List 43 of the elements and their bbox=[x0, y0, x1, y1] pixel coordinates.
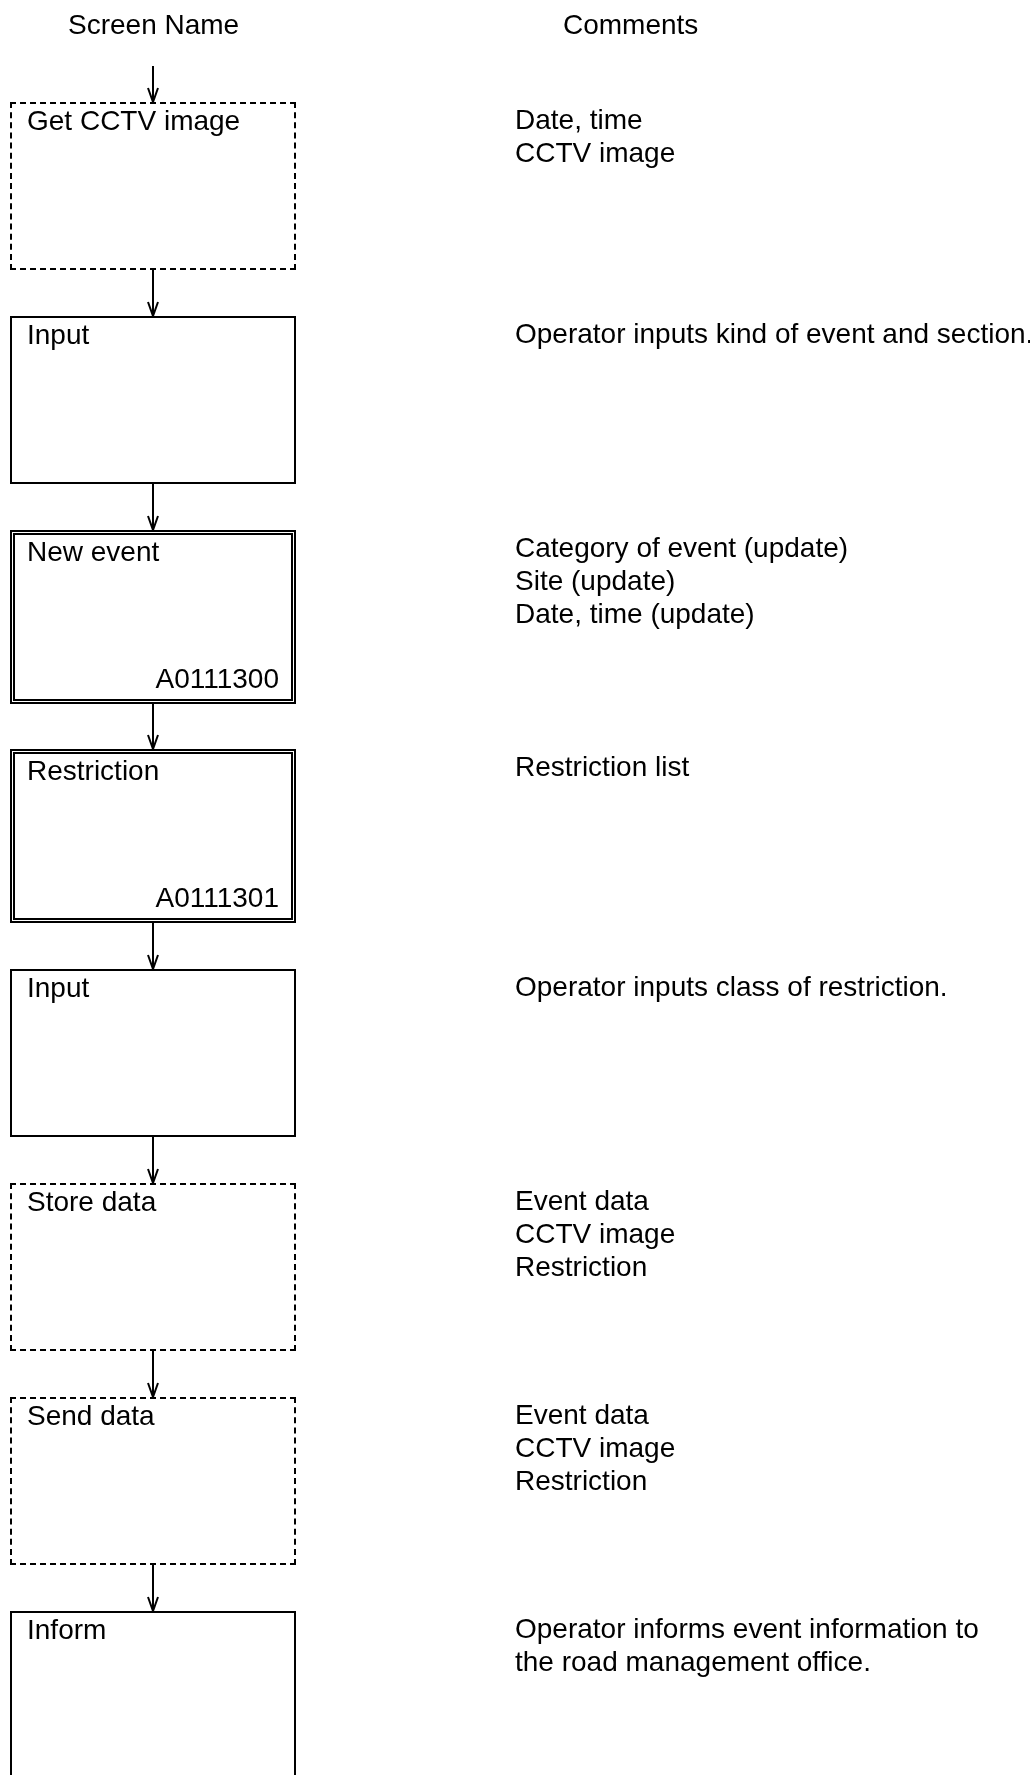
arrow bbox=[147, 269, 159, 317]
comment-text: CCTV image bbox=[515, 136, 676, 169]
comment-text: Restriction list bbox=[515, 750, 690, 783]
screen-box bbox=[10, 749, 296, 923]
comment-text: Operator inputs kind of event and section. bbox=[515, 317, 1030, 350]
screen-box bbox=[10, 316, 296, 484]
screen-box bbox=[10, 1611, 296, 1775]
arrow bbox=[147, 703, 159, 750]
arrow bbox=[147, 1136, 159, 1184]
screen-box bbox=[10, 969, 296, 1137]
column-header: Comments bbox=[563, 8, 699, 41]
screen-name: Input bbox=[27, 971, 90, 1004]
arrow bbox=[147, 1564, 159, 1612]
arrow bbox=[147, 483, 159, 531]
comment-text: Category of event (update) bbox=[515, 531, 849, 564]
comment-text: Date, time (update) bbox=[515, 597, 755, 630]
screen-name: Inform bbox=[27, 1613, 107, 1646]
comment-text: Restriction bbox=[515, 1464, 648, 1497]
arrow bbox=[147, 65, 159, 103]
comment-text: Event data bbox=[515, 1184, 649, 1217]
screen-name: Send data bbox=[27, 1399, 155, 1432]
screen-name: Get CCTV image bbox=[27, 104, 241, 137]
screen-code: A0111300 bbox=[155, 662, 279, 695]
arrow bbox=[147, 1350, 159, 1398]
comment-text: CCTV image bbox=[515, 1431, 676, 1464]
screen-name: Store data bbox=[27, 1185, 157, 1218]
comment-text: Event data bbox=[515, 1398, 649, 1431]
screen-code: A0111301 bbox=[155, 881, 279, 914]
screen-box bbox=[10, 1397, 296, 1565]
screen-box bbox=[10, 102, 296, 270]
column-header: Screen Name bbox=[68, 8, 240, 41]
comment-text: CCTV image bbox=[515, 1217, 676, 1250]
screen-name: Restriction bbox=[27, 754, 160, 787]
comment-text: Site (update) bbox=[515, 564, 676, 597]
screen-name: New event bbox=[27, 535, 160, 568]
comment-text: Date, time bbox=[515, 103, 643, 136]
comment-text: Restriction bbox=[515, 1250, 648, 1283]
arrow bbox=[147, 922, 159, 970]
screen-name: Input bbox=[27, 318, 90, 351]
screen-box bbox=[10, 1183, 296, 1351]
screen-box bbox=[10, 530, 296, 704]
comment-text: Operator inputs class of restriction. bbox=[515, 970, 948, 1003]
comment-text: Operator informs event information to the road management office. bbox=[515, 1612, 980, 1678]
